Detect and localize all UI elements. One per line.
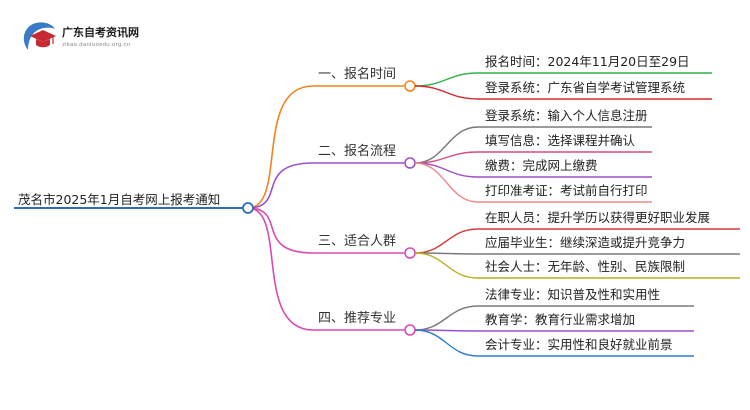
branch-connector [247,207,314,331]
branch-label: 二、报名流程 [318,144,397,159]
graduation-cap-icon [23,22,56,50]
branch-connector [247,85,314,209]
leaf-label: 填写信息：选择课程并确认 [485,133,636,148]
branch-label: 一、报名时间 [318,67,397,82]
leaf-label: 缴费：完成网上缴费 [485,158,598,173]
site-name: 广东自考资讯网 [62,26,139,39]
leaf-connector [414,252,479,279]
leaf-label: 报名时间：2024年11月20日至29日 [485,54,690,69]
branch-label: 三、适合人群 [318,234,397,249]
site-url: zikao.danluoedu.org.cn [62,42,131,48]
leaf-connector [414,162,479,203]
root-node-circle [242,202,254,214]
leaf-label: 登录系统：广东省自学考试管理系统 [485,80,686,95]
leaf-label: 法律专业：知识普及性和实用性 [485,287,661,302]
leaf-label: 应届毕业生：继续深造或提升竞争力 [485,235,686,250]
leaf-label: 社会人士：无年龄、性别、民族限制 [485,259,686,274]
branch-node-circle [404,247,416,259]
leaf-label: 在职人员：提升学历以获得更好职业发展 [485,210,711,225]
leaf-connector [414,329,479,357]
leaf-connector [414,72,479,87]
leaf-connector [414,305,479,331]
leaf-label: 打印准考证：考试前自行打印 [485,183,648,198]
branch-connector [247,162,314,209]
leaf-connector [414,85,479,100]
leaf-label: 登录系统：输入个人信息注册 [485,108,648,123]
site-logo[interactable]: 广东自考资讯网 zikao.danluoedu.org.cn [22,18,182,58]
branch-node-circle [404,324,416,336]
leaf-connector [414,228,479,254]
leaf-label: 教育学：教育行业需求增加 [485,312,636,327]
branch-node-circle [404,80,416,92]
branch-node-circle [404,157,416,169]
root-topic-label: 茂名市2025年1月自考网上报考通知 [18,192,221,207]
leaf-label: 会计专业：实用性和良好就业前景 [485,337,673,352]
branch-connector [247,207,314,254]
branch-label: 四、推荐专业 [318,311,397,326]
